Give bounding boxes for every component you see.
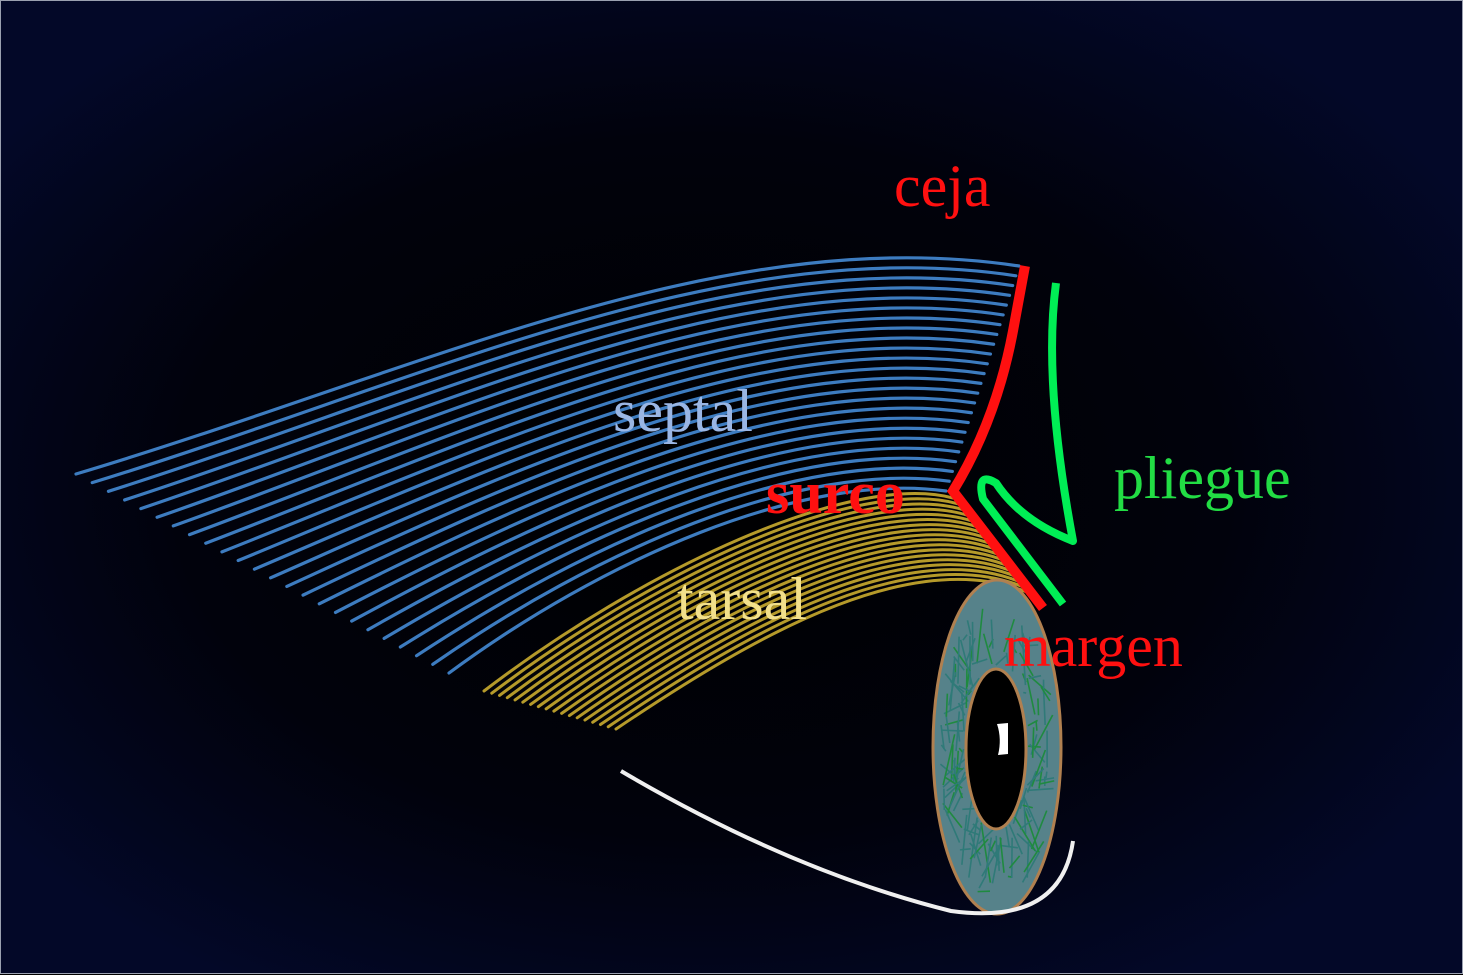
iris-fiber xyxy=(958,637,959,684)
label-septal: septal xyxy=(613,378,753,444)
label-surco: surco xyxy=(766,460,905,526)
label-pliegue: pliegue xyxy=(1114,445,1291,511)
pupil xyxy=(966,669,1026,829)
iris-fiber xyxy=(996,836,997,866)
label-margen: margen xyxy=(1004,613,1183,679)
label-tarsal: tarsal xyxy=(677,566,807,632)
iris-fiber xyxy=(941,730,963,731)
iris-fiber xyxy=(1046,772,1047,778)
iris-fiber xyxy=(946,694,947,717)
iris-fiber xyxy=(1036,722,1037,731)
iris-fiber xyxy=(956,768,963,769)
label-ceja: ceja xyxy=(894,153,991,219)
iris-fiber xyxy=(1028,746,1041,747)
iris-fiber xyxy=(966,668,967,708)
iris-fiber xyxy=(1033,727,1034,758)
iris-fiber xyxy=(962,809,975,810)
iris-fiber xyxy=(1038,698,1039,715)
iris-fiber xyxy=(1023,693,1026,694)
iris-fiber xyxy=(960,849,971,850)
